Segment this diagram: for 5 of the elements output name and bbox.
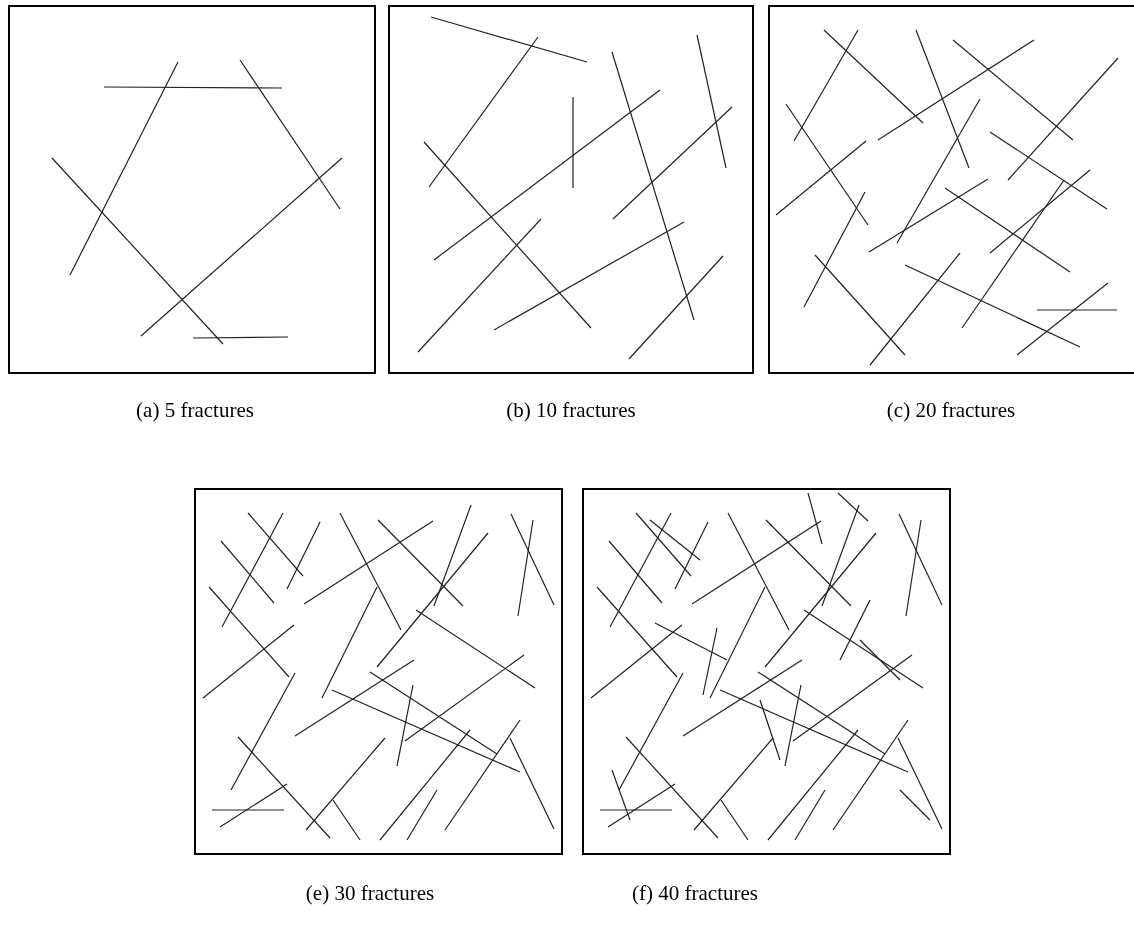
panel-caption: (f) 40 fractures [632,881,758,906]
panel-caption: (b) 10 fractures [506,398,636,423]
panel-caption: (a) 5 fractures [136,398,254,423]
panel-caption: (e) 30 fractures [305,881,435,906]
panel-caption: (c) 20 fractures [886,398,1016,423]
